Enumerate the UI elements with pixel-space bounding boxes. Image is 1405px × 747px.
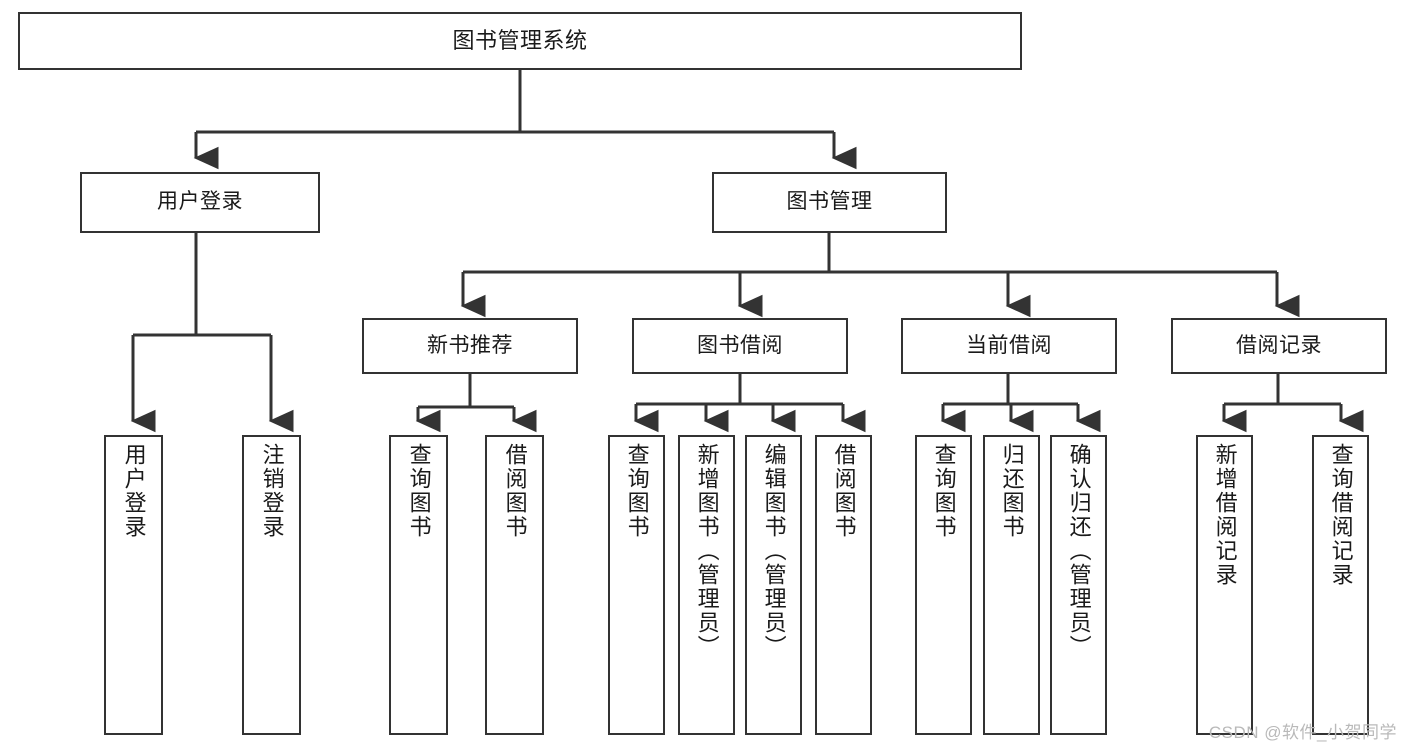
leaf-user-login-label: 用户登录: [121, 443, 147, 539]
csdn-watermark: CSDN @软件_小贺同学: [1208, 723, 1397, 742]
leaf-query-borrow-record-label: 查询借阅记录: [1328, 443, 1354, 587]
leaf-return-book-label: 归还图书: [999, 443, 1025, 539]
leaf-current-query-book[interactable]: 查询图书: [915, 435, 972, 735]
leaf-confirm-return-admin-label: 确认归还（管理员）: [1066, 443, 1092, 659]
node-book-borrow-label: 图书借阅: [697, 333, 783, 357]
leaf-add-book-admin-label: 新增图书（管理员）: [694, 443, 720, 659]
leaf-borrow-borrow-book-label: 借阅图书: [831, 443, 857, 539]
node-borrow-record-label: 借阅记录: [1236, 333, 1322, 357]
node-current-borrow-label: 当前借阅: [966, 333, 1052, 357]
leaf-add-book-admin[interactable]: 新增图书（管理员）: [678, 435, 735, 735]
leaf-current-query-book-label: 查询图书: [931, 443, 957, 539]
leaf-edit-book-admin-label: 编辑图书（管理员）: [761, 443, 787, 659]
node-book-borrow[interactable]: 图书借阅: [632, 318, 848, 374]
node-root[interactable]: 图书管理系统: [18, 12, 1022, 70]
leaf-add-borrow-record-label: 新增借阅记录: [1212, 443, 1238, 587]
node-new-book-recommend[interactable]: 新书推荐: [362, 318, 578, 374]
node-root-label: 图书管理系统: [452, 28, 588, 54]
leaf-edit-book-admin[interactable]: 编辑图书（管理员）: [745, 435, 802, 735]
leaf-confirm-return-admin[interactable]: 确认归还（管理员）: [1050, 435, 1107, 735]
leaf-query-borrow-record[interactable]: 查询借阅记录: [1312, 435, 1369, 735]
leaf-logout[interactable]: 注销登录: [242, 435, 301, 735]
leaf-recommend-borrow-book-label: 借阅图书: [502, 443, 528, 539]
leaf-return-book[interactable]: 归还图书: [983, 435, 1040, 735]
leaf-recommend-borrow-book[interactable]: 借阅图书: [485, 435, 544, 735]
leaf-add-borrow-record[interactable]: 新增借阅记录: [1196, 435, 1253, 735]
leaf-user-login[interactable]: 用户登录: [104, 435, 163, 735]
node-user-login-label: 用户登录: [157, 190, 243, 214]
node-current-borrow[interactable]: 当前借阅: [901, 318, 1117, 374]
leaf-borrow-borrow-book[interactable]: 借阅图书: [815, 435, 872, 735]
leaf-borrow-query-book-label: 查询图书: [624, 443, 650, 539]
node-new-book-recommend-label: 新书推荐: [427, 333, 513, 357]
node-book-manage[interactable]: 图书管理: [712, 172, 947, 233]
leaf-recommend-query-book[interactable]: 查询图书: [389, 435, 448, 735]
node-book-manage-label: 图书管理: [786, 190, 873, 214]
leaf-recommend-query-book-label: 查询图书: [406, 443, 432, 539]
leaf-logout-label: 注销登录: [259, 443, 285, 539]
leaf-borrow-query-book[interactable]: 查询图书: [608, 435, 665, 735]
node-borrow-record[interactable]: 借阅记录: [1171, 318, 1387, 374]
node-user-login[interactable]: 用户登录: [80, 172, 320, 233]
